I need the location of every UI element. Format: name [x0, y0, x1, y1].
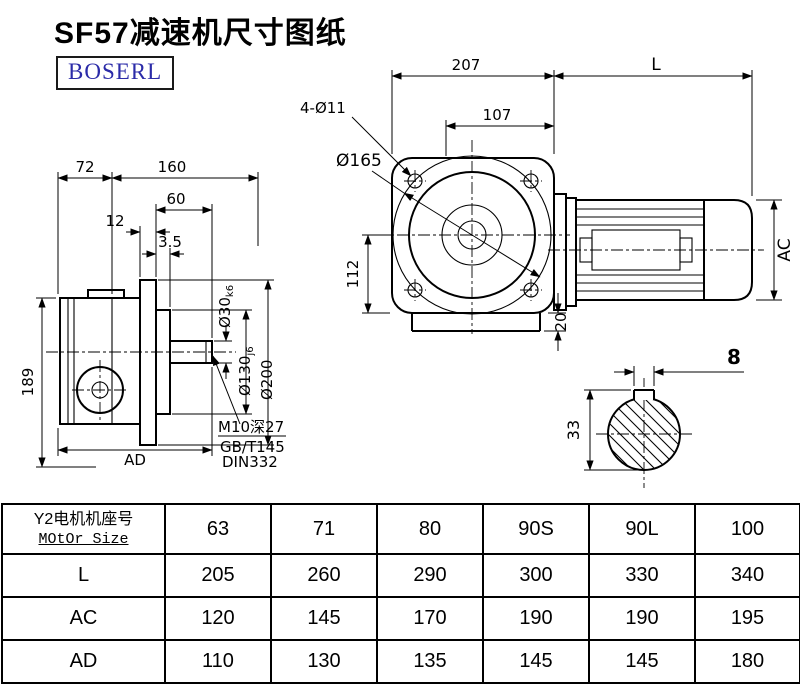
table-cell: 145 [482, 639, 590, 684]
motor-size-header-cell: Y2电机机座号 MOtOr Size [1, 503, 166, 555]
dia-spigot-callout: Ø130j6 [236, 346, 256, 396]
dia-165: Ø165 [336, 151, 382, 171]
table-cell: 170 [376, 596, 484, 641]
dim-motor-length: L [651, 55, 661, 75]
dim-3-5: 3.5 [158, 233, 182, 251]
table-cell: 130 [270, 639, 378, 684]
dim-ad: AD [124, 451, 146, 469]
dia-shaft-tolerance: k6 [225, 285, 236, 297]
table-cell: 180 [694, 639, 800, 684]
row-label: AD [1, 639, 166, 684]
dim-60: 60 [166, 190, 185, 208]
shaft-end-notes: M10深27 GB/T145 DIN332 [212, 355, 286, 471]
side-view: 72 160 60 12 3.5 189 [19, 158, 286, 471]
table-cell: 190 [588, 596, 696, 641]
table-cell: 90L [588, 503, 696, 555]
front-view-dimensions: 207 L 107 4-Ø11 Ø165 112 [300, 55, 795, 351]
dim-207: 207 [452, 56, 481, 74]
table-cell: 330 [588, 553, 696, 598]
table-cell: 80 [376, 503, 484, 555]
row-label: AC [1, 596, 166, 641]
table-row-ad: AD 110 130 135 145 145 180 [1, 639, 800, 684]
table-cell: 190 [482, 596, 590, 641]
table-cell: 71 [270, 503, 378, 555]
table-cell: 145 [588, 639, 696, 684]
dim-72: 72 [75, 158, 94, 176]
table-cell: 100 [694, 503, 800, 555]
table-cell: 195 [694, 596, 800, 641]
motor [548, 193, 764, 311]
dia-shaft-callout: Ø30k6 [216, 285, 236, 328]
dia-spigot: Ø130 [236, 356, 254, 396]
brand-logo-text: BOSERL [68, 59, 163, 84]
row-label: L [1, 553, 166, 598]
dim-12: 12 [105, 212, 124, 230]
table-cell: 260 [270, 553, 378, 598]
table-cell: 340 [694, 553, 800, 598]
dim-160: 160 [158, 158, 187, 176]
section-hatch [608, 398, 680, 470]
table-cell: 205 [164, 553, 272, 598]
keyway [633, 389, 655, 400]
table-cell: 63 [164, 503, 272, 555]
motor-size-label-cn: Y2电机机座号 [33, 511, 134, 529]
dia-flange: Ø200 [258, 360, 276, 400]
section-dimensions: 8 33 [564, 345, 744, 471]
output-flange-side [139, 279, 213, 446]
dia-shaft: Ø30 [216, 297, 234, 328]
note-tapped-hole: M10深27 [218, 418, 284, 436]
page-title: SF57减速机尺寸图纸 [54, 17, 347, 50]
table-cell: 90S [482, 503, 590, 555]
table-cell: 110 [164, 639, 272, 684]
table-row-ac: AC 120 145 170 190 190 195 [1, 596, 800, 641]
gearbox-housing-side [59, 289, 141, 425]
note-gb-standard: GB/T145 [220, 438, 285, 456]
concentric-bores [392, 155, 552, 315]
table-cell: 300 [482, 553, 590, 598]
dim-motor-ac: AC [775, 238, 795, 261]
technical-drawing: 72 160 60 12 3.5 189 [19, 55, 795, 488]
dim-keyway-depth: 33 [564, 420, 583, 440]
table-cell: 145 [270, 596, 378, 641]
table-cell: 135 [376, 639, 484, 684]
motor-size-label-en: MOtOr Size [38, 530, 129, 548]
table-header-row: Y2电机机座号 MOtOr Size 63 71 80 90S 90L 100 [1, 503, 800, 555]
dim-keyway-width: 8 [727, 345, 741, 369]
shaft-section-view: 8 33 [564, 345, 744, 488]
brand-logo: BOSERL [56, 56, 175, 90]
table-row-l: L 205 260 290 300 330 340 [1, 553, 800, 598]
dim-189: 189 [19, 368, 37, 397]
flange-plate-front [391, 157, 555, 332]
table-cell: 120 [164, 596, 272, 641]
motor-size-table: Y2电机机座号 MOtOr Size 63 71 80 90S 90L 100 … [1, 503, 800, 684]
dim-112: 112 [344, 260, 362, 289]
table-cell: 290 [376, 553, 484, 598]
front-view: 207 L 107 4-Ø11 Ø165 112 [300, 55, 795, 351]
dim-bolt-holes: 4-Ø11 [300, 99, 346, 117]
side-view-dimensions: 72 160 60 12 3.5 189 [19, 158, 276, 469]
dim-20: 20 [552, 312, 570, 331]
dia-spigot-tolerance: j6 [245, 346, 256, 356]
note-din-standard: DIN332 [222, 453, 278, 471]
dim-107: 107 [483, 106, 512, 124]
